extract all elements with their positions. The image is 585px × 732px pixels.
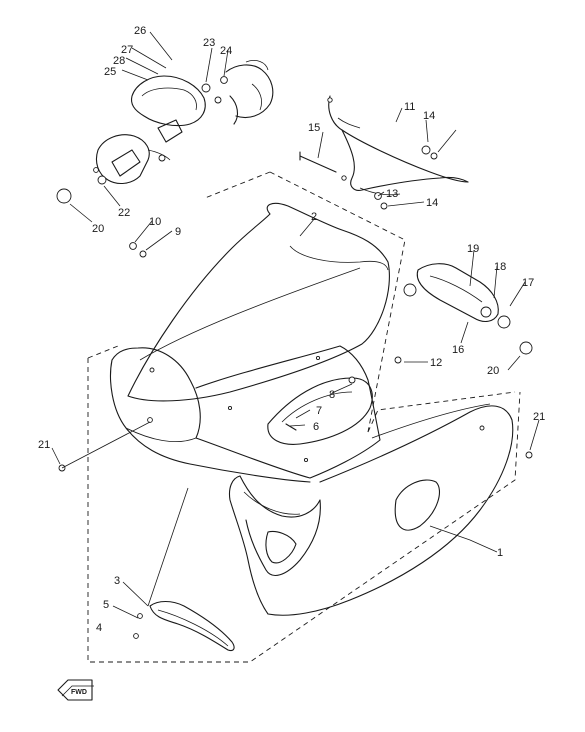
- callout-14-bottom: 14: [426, 197, 438, 209]
- assembly-boundary-lines: [87, 171, 521, 663]
- callout-3: 3: [114, 575, 120, 587]
- upper-cowling: [109, 345, 381, 483]
- callout-8: 8: [329, 389, 335, 401]
- callout-20-right: 20: [487, 365, 499, 377]
- callout-23: 23: [203, 37, 215, 49]
- callout-2: 2: [311, 211, 317, 223]
- callout-20-left: 20: [92, 223, 104, 235]
- callout-17: 17: [522, 277, 534, 289]
- callout-5: 5: [103, 599, 109, 611]
- forward-label: FWD: [71, 689, 87, 696]
- callout-26: 26: [134, 25, 146, 37]
- callout-13: 13: [386, 188, 398, 200]
- callout-14-top: 14: [423, 110, 435, 122]
- callout-21-right: 21: [533, 411, 545, 423]
- windscreen: [127, 202, 390, 402]
- side-bracket: [403, 263, 533, 355]
- callout-15: 15: [308, 122, 320, 134]
- lower-cowling: [228, 403, 514, 616]
- callout-24: 24: [220, 45, 232, 57]
- callout-18: 18: [494, 261, 506, 273]
- forward-arrow-icon: FWD: [57, 679, 94, 701]
- callout-10: 10: [149, 216, 161, 228]
- callout-27: 27: [121, 44, 133, 56]
- callout-11: 11: [404, 101, 415, 113]
- callout-16: 16: [452, 344, 464, 356]
- fasteners: [56, 145, 533, 639]
- inner-panel: [149, 600, 235, 652]
- callout-1: 1: [497, 547, 503, 559]
- callout-25: 25: [104, 66, 116, 78]
- callout-4: 4: [96, 622, 102, 634]
- callout-labels: 1 2 3 4 5 6 7 8 9 10 11 12 13 14 14 15 1…: [38, 25, 545, 634]
- callout-6: 6: [313, 421, 319, 433]
- callout-22: 22: [118, 207, 130, 219]
- callout-7: 7: [316, 405, 322, 417]
- callout-21-left: 21: [38, 439, 50, 451]
- upper-bracket-detail: [201, 60, 274, 125]
- mirror-assembly: [93, 75, 206, 185]
- mounting-stay: [327, 95, 469, 196]
- callout-9: 9: [175, 226, 181, 238]
- callout-19: 19: [467, 243, 479, 255]
- leader-lines: [51, 31, 540, 619]
- callout-28: 28: [113, 55, 125, 67]
- callout-12: 12: [430, 357, 442, 369]
